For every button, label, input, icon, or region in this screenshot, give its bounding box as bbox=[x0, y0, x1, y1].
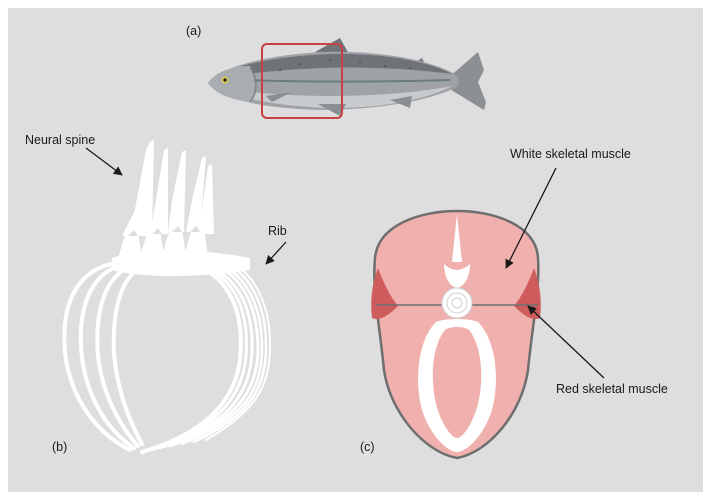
vertebral-skeleton bbox=[64, 140, 270, 452]
label-neural-spine: Neural spine bbox=[25, 133, 95, 147]
label-red-skeletal-muscle: Red skeletal muscle bbox=[556, 382, 668, 396]
panel-letter-a: (a) bbox=[186, 24, 201, 38]
label-rib: Rib bbox=[268, 224, 287, 238]
panel-letter-b: (b) bbox=[52, 440, 67, 454]
salmon-illustration bbox=[208, 38, 486, 116]
ribs bbox=[64, 262, 270, 452]
arrow-red-muscle bbox=[528, 306, 604, 378]
arrow-neural-spine bbox=[86, 148, 122, 175]
arrow-rib bbox=[266, 242, 286, 264]
label-white-skeletal-muscle: White skeletal muscle bbox=[510, 147, 631, 161]
panel-letter-c: (c) bbox=[360, 440, 375, 454]
neural-spines bbox=[122, 140, 214, 236]
